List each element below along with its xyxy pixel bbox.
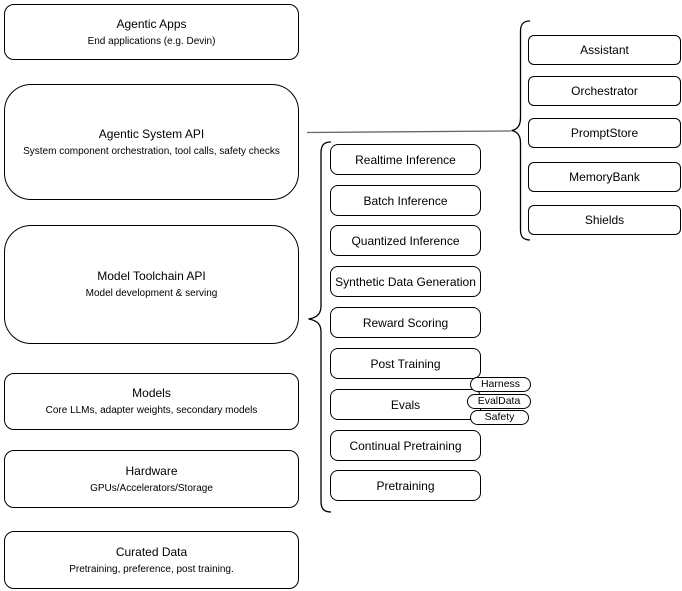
node-continual-pretraining: Continual Pretraining [330,430,481,461]
node-post-training: Post Training [330,348,481,379]
node-hardware: Hardware GPUs/Accelerators/Storage [4,450,299,508]
node-subtitle: GPUs/Accelerators/Storage [90,482,213,494]
node-model-toolchain-api: Model Toolchain API Model development & … [4,225,299,344]
node-evals: Evals [330,389,481,420]
node-subtitle: End applications (e.g. Devin) [87,35,216,47]
node-orchestrator: Orchestrator [528,76,681,106]
node-title: Curated Data [115,544,188,559]
node-quantized-inference: Quantized Inference [330,225,481,256]
node-title: Models [132,386,171,400]
node-agentic-apps: Agentic Apps End applications (e.g. Devi… [4,4,299,60]
node-reward-scoring: Reward Scoring [330,307,481,338]
node-curated-data: Curated Data Pretraining, preference, po… [4,531,299,589]
node-promptstore: PromptStore [528,118,681,148]
node-assistant: Assistant [528,35,681,65]
node-title: Agentic Apps [116,16,187,31]
node-subtitle: Model development & serving [85,288,218,299]
node-memorybank: MemoryBank [528,162,681,192]
node-agentic-system-api: Agentic System API System component orch… [4,84,299,200]
tag-evaldata: EvalData [467,394,531,409]
tag-harness: Harness [470,377,531,392]
toolchain-group-brace [308,141,332,513]
system-api-connector-line [306,130,512,134]
node-synthetic-data-generation: Synthetic Data Generation [330,266,481,297]
node-shields: Shields [528,205,681,235]
node-title: Agentic System API [98,126,205,141]
tag-safety: Safety [470,410,529,425]
node-pretraining: Pretraining [330,470,481,501]
node-subtitle: Pretraining, preference, post training. [69,563,234,575]
node-realtime-inference: Realtime Inference [330,144,481,175]
node-title: Model Toolchain API [97,269,206,283]
node-subtitle: System component orchestration, tool cal… [23,145,280,157]
node-title: Hardware [125,463,178,478]
node-batch-inference: Batch Inference [330,185,481,216]
node-models: Models Core LLMs, adapter weights, secon… [4,373,299,430]
node-subtitle: Core LLMs, adapter weights, secondary mo… [45,405,258,416]
